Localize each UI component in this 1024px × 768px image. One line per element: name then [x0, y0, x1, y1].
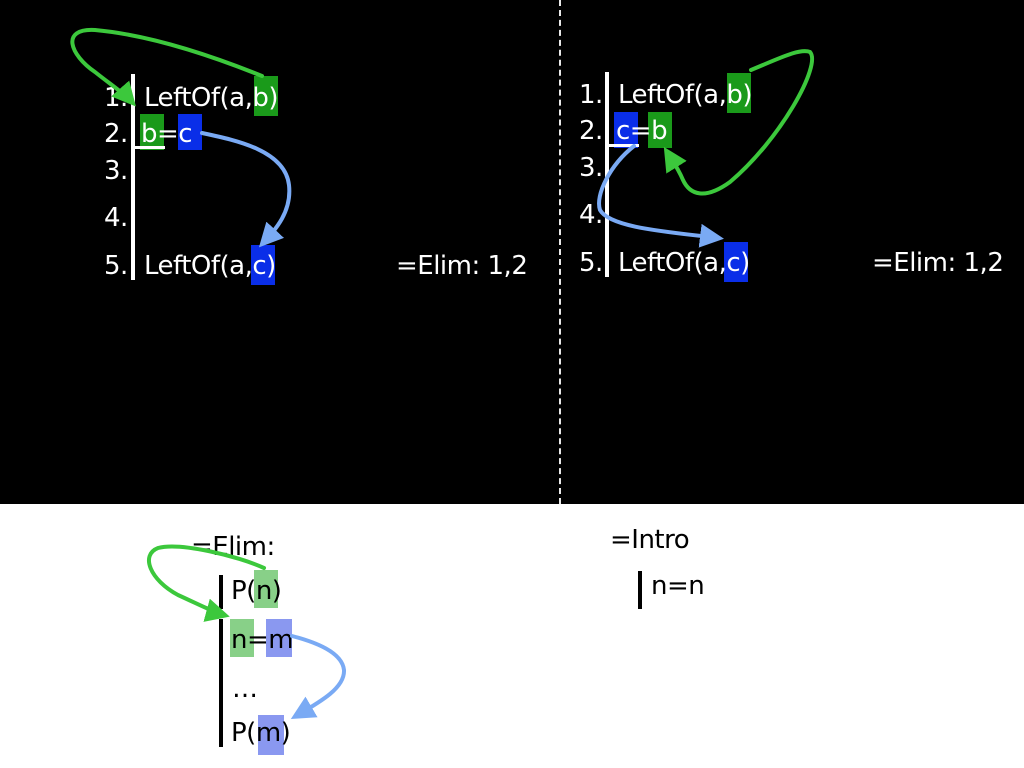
blue-arrow — [290, 634, 346, 720]
premise-sentence: P(n) — [231, 576, 282, 606]
blue-arrow — [200, 131, 292, 248]
conclusion-sentence: P(m) — [231, 718, 291, 748]
line-number: 3. — [104, 156, 128, 186]
highlight-m-conclusion — [258, 715, 284, 755]
conclusion-sentence: LeftOf(a,c) — [144, 251, 276, 281]
highlight-c-equation — [178, 114, 202, 150]
highlight-n-premise — [254, 570, 278, 608]
highlight-n-equation — [230, 619, 254, 657]
fitch-premise-line — [131, 146, 165, 149]
highlight-b-equation — [648, 112, 672, 148]
example-panel — [0, 0, 1024, 504]
highlight-c-conclusion — [724, 242, 748, 282]
blue-arrow — [597, 144, 724, 248]
fitch-bar — [131, 74, 135, 280]
justification: =Elim: 1,2 — [396, 251, 528, 281]
fitch-bar — [219, 575, 223, 609]
premise-sentence: LeftOf(a,b) — [618, 80, 753, 110]
conclusion-sentence: n=n — [651, 571, 705, 601]
highlight-c-conclusion — [251, 245, 275, 285]
fitch-bar — [219, 619, 223, 747]
highlight-b-equation — [140, 114, 164, 150]
conclusion-sentence: LeftOf(a,c) — [618, 248, 750, 278]
equation-sentence: n=m — [231, 625, 294, 655]
rule-title: =Intro — [610, 525, 690, 555]
line-number: 2. — [579, 116, 603, 146]
fitch-bar — [638, 571, 642, 609]
line-number: 3. — [579, 153, 603, 183]
highlight-c-equation — [614, 112, 638, 148]
line-number: 1. — [579, 80, 603, 110]
green-arrow — [70, 27, 264, 107]
line-number: 5. — [104, 251, 128, 281]
premise-sentence: LeftOf(a,b) — [144, 83, 279, 113]
justification: =Elim: 1,2 — [872, 248, 1004, 278]
equation-sentence: c=b — [616, 116, 668, 146]
panel-divider — [559, 0, 561, 504]
green-arrow — [146, 544, 266, 622]
ellipsis: … — [232, 674, 258, 704]
equation-sentence: b=c — [141, 119, 193, 149]
line-number: 2. — [104, 119, 128, 149]
highlight-m-equation — [266, 619, 292, 657]
highlight-b-premise — [727, 73, 751, 113]
line-number: 5. — [579, 248, 603, 278]
green-arrow — [663, 49, 814, 196]
highlight-b-premise — [254, 76, 278, 116]
line-number: 4. — [104, 203, 128, 233]
fitch-premise-line — [605, 144, 639, 147]
